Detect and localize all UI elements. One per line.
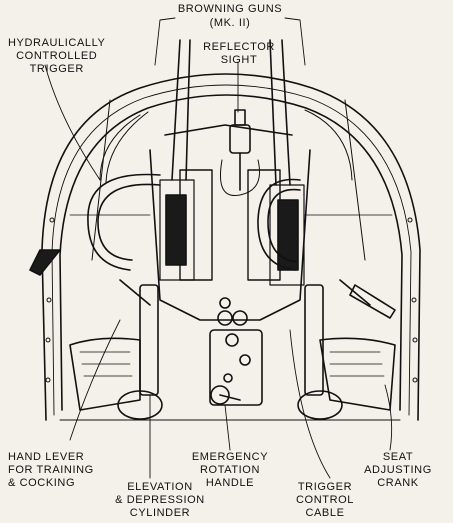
label-hand-lever-line3: & COCKING [8, 477, 76, 489]
label-trigger-cable-line3: CABLE [305, 507, 345, 519]
right-gun-breech [277, 199, 299, 271]
label-browning-guns-line1: BROWNING GUNS [177, 3, 283, 15]
label-emergency-handle-line2: ROTATION [200, 464, 260, 476]
label-emergency-handle-line3: HANDLE [205, 477, 255, 489]
label-seat-crank: SEAT ADJUSTING CRANK [350, 452, 446, 489]
leader-hydraulic-trigger [44, 64, 101, 181]
label-emergency-handle: EMERGENCY ROTATION HANDLE [182, 452, 278, 489]
label-reflector-sight-line2: SIGHT [220, 54, 258, 66]
central-pedestal [209, 329, 263, 406]
leader-seat-crank [384, 384, 393, 451]
leader-trigger-cable [289, 329, 331, 479]
left-control-arm [139, 284, 159, 396]
label-hydraulic-trigger-line2: CONTROLLED [16, 50, 98, 62]
label-elevation-cylinder-line2: & DEPRESSION [115, 494, 205, 506]
turret-floor [69, 337, 141, 411]
label-hand-lever: HAND LEVER FOR TRAINING & COCKING [8, 452, 94, 489]
label-hydraulic-trigger-line1: HYDRAULICALLY [8, 37, 106, 49]
label-reflector-sight: REFLECTOR SIGHT [194, 42, 284, 66]
label-seat-crank-line2: ADJUSTING [364, 464, 432, 476]
left-hand-lever [29, 249, 61, 276]
label-elevation-cylinder: ELEVATION & DEPRESSION CYLINDER [100, 482, 220, 519]
label-seat-crank-line3: CRANK [377, 477, 419, 489]
label-seat-crank-line1: SEAT [382, 451, 414, 463]
left-gun-breech [165, 194, 187, 266]
leader-browning-right [284, 17, 306, 66]
turret-dome-inner [59, 94, 403, 411]
label-browning-guns: BROWNING GUNS (MK. II) [160, 4, 300, 29]
emergency-rotation-handle [210, 385, 230, 405]
leader-hand-lever [69, 319, 121, 441]
label-hydraulic-trigger-line3: TRIGGER [29, 63, 84, 75]
label-trigger-cable: TRIGGER CONTROL CABLE [280, 482, 370, 519]
label-browning-guns-line2: (MK. II) [209, 17, 251, 29]
right-feed-hose [257, 178, 301, 271]
gun-frame [149, 149, 311, 321]
label-hydraulic-trigger: HYDRAULICALLY CONTROLLED TRIGGER [8, 38, 105, 75]
label-trigger-cable-line2: CONTROL [296, 494, 354, 506]
leader-browning-left [154, 17, 176, 66]
left-feed-hose [87, 173, 161, 271]
label-hand-lever-line2: FOR TRAINING [8, 464, 94, 476]
reflector-sight [229, 124, 251, 154]
label-trigger-cable-line1: TRIGGER [297, 481, 353, 493]
label-emergency-handle-line1: EMERGENCY [191, 451, 269, 463]
label-elevation-cylinder-line1: ELEVATION [127, 481, 193, 493]
leader-emergency [224, 404, 231, 451]
label-elevation-cylinder-line3: CYLINDER [129, 507, 191, 519]
label-reflector-sight-line1: REFLECTOR [203, 41, 275, 53]
label-hand-lever-line1: HAND LEVER [8, 451, 85, 463]
right-seat-lever [349, 284, 396, 319]
turret-dome-outer [41, 73, 421, 421]
